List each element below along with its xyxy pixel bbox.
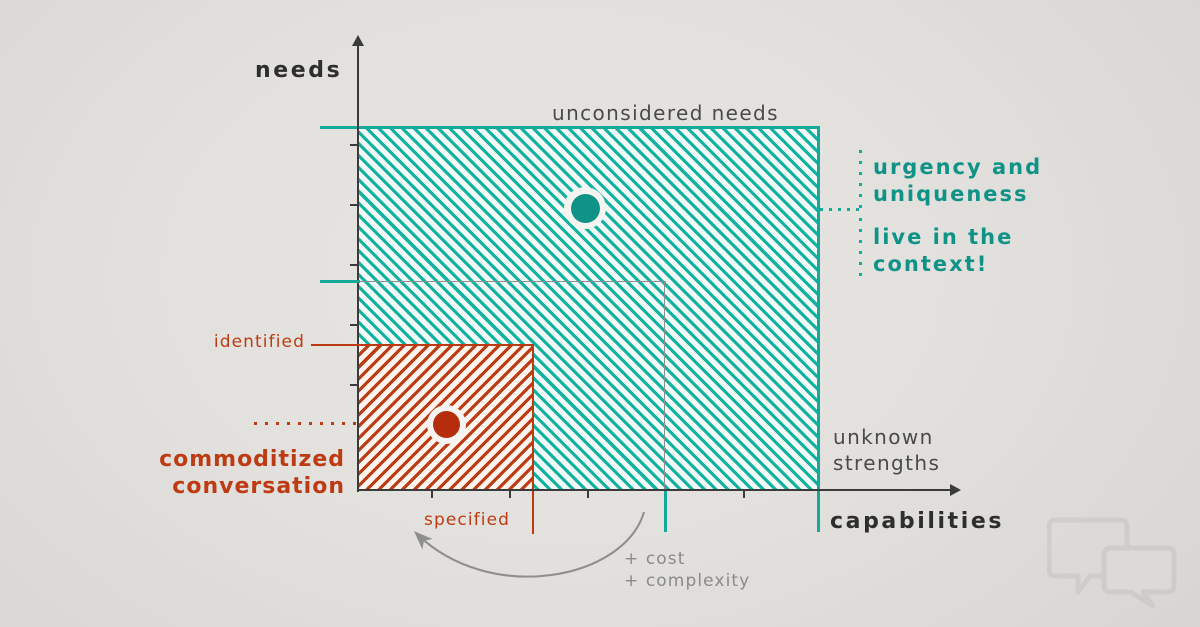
speech-bubbles-icon <box>1047 517 1177 609</box>
y-axis-tick <box>350 264 359 267</box>
commoditized-dotted-rule <box>254 422 360 425</box>
y-axis-tick <box>350 324 359 327</box>
marker-unconsidered-needs[interactable] <box>564 187 606 229</box>
marker-core <box>570 193 600 223</box>
callout-cost-complexity: + cost + complexity <box>624 549 751 591</box>
region-red-top-edge <box>359 344 534 346</box>
x-axis-label: capabilities <box>830 509 1005 534</box>
specified-dropline <box>532 491 534 533</box>
y-axis <box>357 46 360 492</box>
y-axis-tick <box>350 384 359 387</box>
region-label-unconsidered-needs: unconsidered needs <box>552 101 779 125</box>
inner-box-right-edge <box>664 281 666 491</box>
cost-complexity-arrow-icon <box>413 511 646 578</box>
axis-value-specified: specified <box>424 510 511 530</box>
x-axis-tick <box>431 489 434 498</box>
x-axis-tick <box>743 489 746 498</box>
teal-dropline-outer <box>817 491 820 532</box>
region-label-commoditized-line2: conversation <box>172 474 345 499</box>
x-axis-arrow-icon <box>950 484 961 496</box>
y-axis-tick <box>350 144 359 147</box>
x-axis-tick <box>509 489 512 498</box>
x-axis <box>357 489 952 492</box>
callout-unknown-strengths: unknown strengths <box>833 425 941 475</box>
region-teal-right-edge <box>817 126 820 529</box>
region-red-right-edge <box>532 344 534 534</box>
y-axis-arrow-icon <box>352 35 364 46</box>
y-axis-tick <box>350 204 359 207</box>
x-axis-tick <box>587 489 590 498</box>
callout-urgency-uniqueness: urgency and uniqueness <box>873 155 1043 206</box>
teal-dropline-inner <box>664 491 667 532</box>
inner-box-top-edge <box>359 281 666 283</box>
marker-commoditized-conversation[interactable] <box>427 405 466 444</box>
identified-leader-line <box>311 344 361 346</box>
y-axis-label: needs <box>255 58 343 83</box>
teal-threshold-rule <box>320 280 360 283</box>
teal-callout-connector-top <box>859 150 862 210</box>
callout-live-in-context: live in the context! <box>873 225 1014 276</box>
marker-core <box>433 411 460 438</box>
teal-callout-horizontal-connector <box>820 208 862 211</box>
region-label-commoditized-line1: commoditized <box>159 447 345 472</box>
teal-callout-connector-bottom <box>859 218 862 280</box>
region-commoditized-conversation <box>359 345 534 491</box>
axis-value-identified: identified <box>213 332 305 352</box>
region-teal-top-edge <box>320 126 820 129</box>
